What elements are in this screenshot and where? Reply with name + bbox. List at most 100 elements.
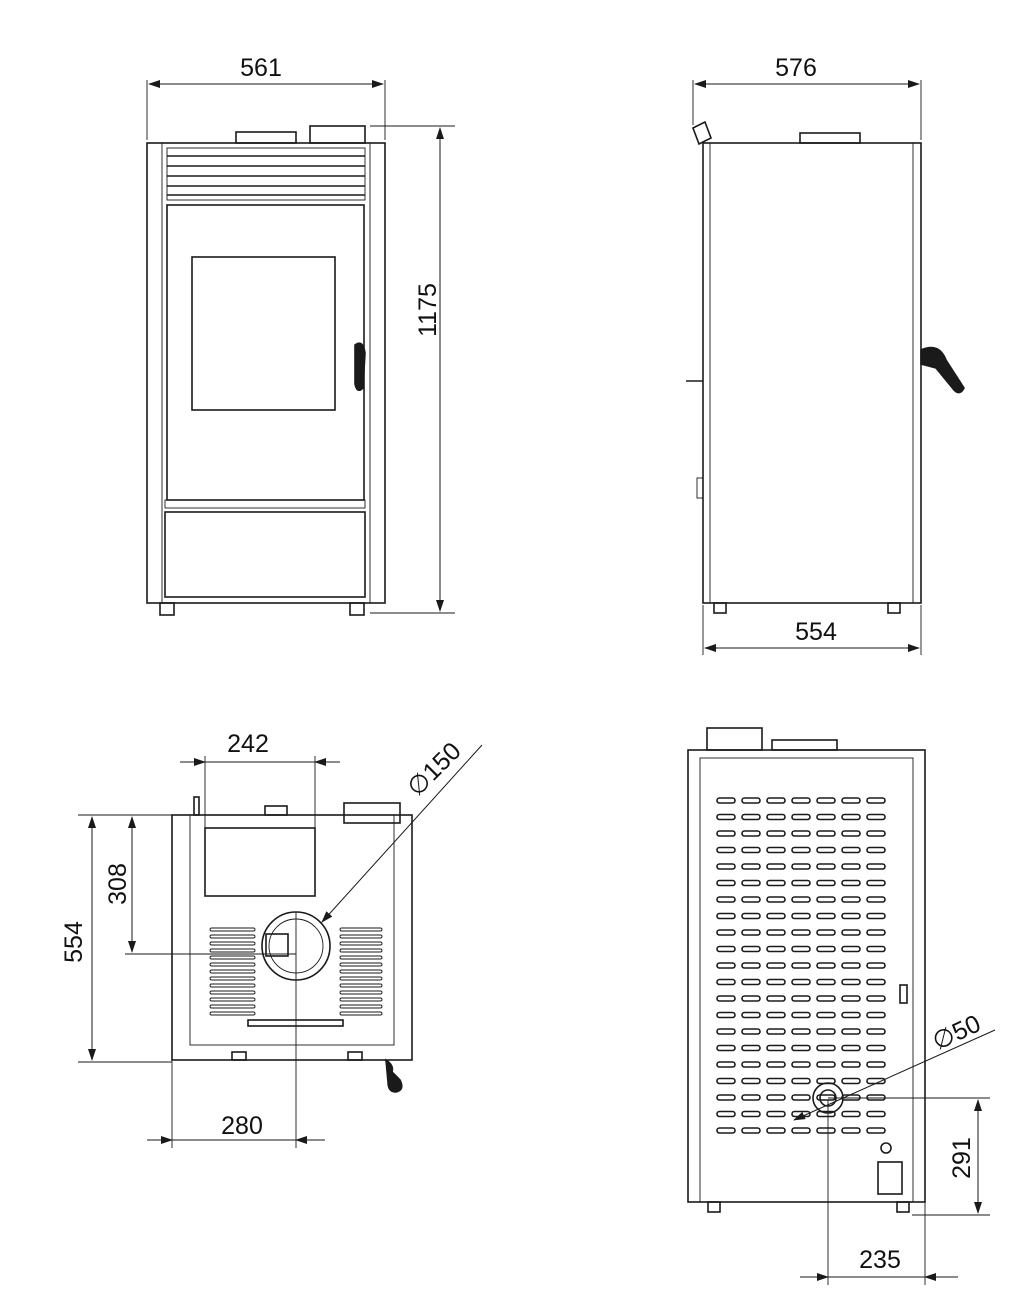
inlet-diameter-label: ∅50: [928, 1010, 985, 1056]
vent-slot: [791, 879, 811, 887]
vent-slot: [841, 995, 861, 1002]
vent-slot: [866, 797, 886, 804]
vent-slot: [741, 995, 761, 1002]
vent-slot: [339, 976, 383, 981]
vent-slot: [791, 978, 811, 986]
vent-slot: [716, 978, 736, 986]
vent-slot: [816, 1110, 836, 1118]
vent-slot: [791, 1127, 811, 1134]
vent-slot: [816, 1028, 836, 1035]
vent-slot: [866, 995, 886, 1002]
vent-slot: [741, 929, 761, 936]
vent-slot: [791, 813, 811, 821]
vent-slot: [866, 1127, 886, 1134]
vent-slot: [716, 896, 736, 903]
vent-slot: [816, 1011, 836, 1019]
vent-slot: [816, 846, 836, 854]
vent-slot: [866, 896, 886, 903]
vent-slot: [716, 863, 736, 870]
vent-slot: [791, 1011, 811, 1019]
vent-slot: [741, 1061, 761, 1068]
vent-slot: [209, 990, 256, 995]
vent-slot: [791, 863, 811, 870]
vent-slot: [791, 929, 811, 936]
vent-slot: [841, 846, 861, 854]
vent-slot: [841, 830, 861, 837]
vent-slot: [766, 846, 786, 854]
vent-slot: [339, 955, 383, 960]
vent-slot: [716, 846, 736, 854]
vent-slot: [766, 863, 786, 870]
vent-slot: [766, 797, 786, 804]
vent-slot: [766, 1077, 786, 1085]
vent-slot: [866, 813, 886, 821]
vent-slot: [791, 962, 811, 969]
vent-slot: [791, 945, 811, 953]
vent-slot: [841, 912, 861, 920]
rear-view: ∅50 291 235: [687, 727, 996, 1285]
vent-slot: [766, 962, 786, 969]
vent-slot: [716, 945, 736, 953]
vent-slot: [209, 934, 256, 939]
vent-slot: [716, 929, 736, 936]
top-depth-label: 554: [60, 921, 88, 963]
vent-slot: [766, 1127, 786, 1134]
vent-slot: [841, 1127, 861, 1134]
vent-slot: [841, 863, 861, 870]
vent-slot: [816, 929, 836, 936]
rear-vent-slots: [716, 797, 886, 1134]
top-vents: [209, 927, 383, 1016]
top-spacing-label: 242: [227, 730, 269, 758]
vent-slot: [741, 1127, 761, 1134]
front-height-label: 1175: [414, 283, 442, 337]
vent-slot: [841, 896, 861, 903]
vent-slot: [841, 1044, 861, 1052]
vent-slot: [841, 1028, 861, 1035]
side-depth-bottom-label: 554: [795, 618, 837, 646]
flue-offset-label: 308: [104, 863, 132, 905]
vent-slot: [766, 1044, 786, 1052]
vent-slot: [209, 976, 256, 981]
vent-slot: [741, 1110, 761, 1118]
vent-slot: [766, 1061, 786, 1068]
vent-slot: [741, 896, 761, 903]
vent-slot: [716, 1127, 736, 1134]
vent-slot: [766, 1011, 786, 1019]
flue-diameter-label: ∅150: [402, 737, 467, 802]
vent-slot: [741, 797, 761, 804]
vent-slot: [866, 912, 886, 920]
vent-slot: [716, 1077, 736, 1085]
vent-slot: [339, 927, 383, 932]
vent-slot: [866, 1061, 886, 1068]
vent-slot: [866, 879, 886, 887]
top-view: 242 ∅150 554 308 280: [60, 730, 483, 1148]
vent-slot: [791, 797, 811, 804]
door-handle: [354, 342, 366, 392]
vent-slot: [716, 1061, 736, 1068]
vent-slot: [816, 962, 836, 969]
vent-slot: [841, 945, 861, 953]
vent-slot: [339, 997, 383, 1002]
vent-slot: [866, 1110, 886, 1118]
vent-slot: [741, 830, 761, 837]
vent-slot: [741, 1044, 761, 1052]
flue-x-label: 280: [221, 1112, 263, 1140]
vent-slot: [841, 879, 861, 887]
vent-slot: [791, 846, 811, 854]
vent-slot: [716, 813, 736, 821]
vent-slot: [716, 962, 736, 969]
vent-slot: [866, 945, 886, 953]
vent-slot: [339, 1011, 383, 1016]
vent-slot: [866, 1044, 886, 1052]
vent-slot: [791, 1094, 811, 1101]
vent-slot: [866, 846, 886, 854]
vent-slot: [791, 830, 811, 837]
vent-slot: [866, 863, 886, 870]
vent-slot: [209, 1011, 256, 1016]
vent-slot: [841, 1061, 861, 1068]
vent-slot: [209, 941, 256, 946]
vent-slot: [716, 995, 736, 1002]
vent-slot: [816, 1044, 836, 1052]
vent-slot: [741, 1094, 761, 1101]
vent-slot: [339, 934, 383, 939]
